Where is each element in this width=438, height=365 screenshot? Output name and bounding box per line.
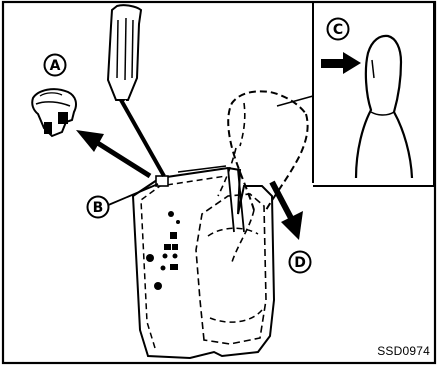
- svg-text:C: C: [333, 22, 343, 38]
- gear-indicator: [146, 211, 180, 290]
- svg-text:D: D: [294, 255, 306, 271]
- lock-button-icon: [32, 89, 76, 136]
- arrow-icon: [272, 182, 303, 240]
- inset-panel: C: [277, 2, 434, 186]
- callout-b: B: [88, 184, 159, 218]
- callout-d: D: [290, 252, 311, 273]
- arrow-icon: [76, 130, 150, 176]
- shifter-console: [133, 166, 274, 358]
- figure-code: SSD0974: [377, 344, 430, 358]
- callout-c: C: [328, 19, 349, 40]
- callout-a: A: [45, 55, 66, 76]
- figure-border: [3, 2, 435, 363]
- svg-text:B: B: [93, 200, 104, 216]
- svg-text:A: A: [50, 58, 61, 74]
- arrow-icon: [321, 52, 361, 74]
- screwdriver-icon: [108, 5, 166, 176]
- shift-knob: [218, 91, 308, 262]
